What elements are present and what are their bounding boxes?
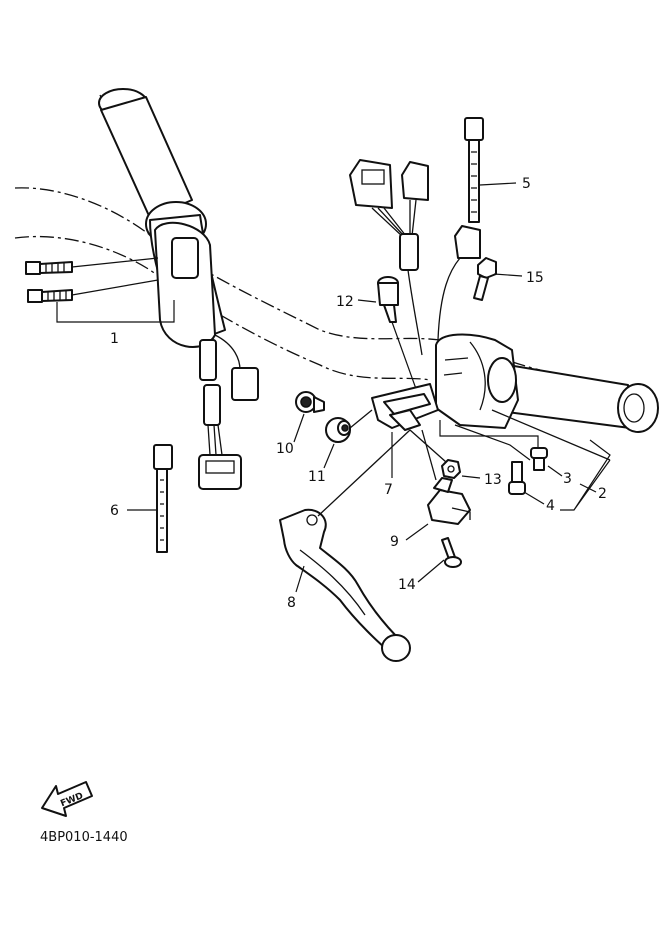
callout-4: 4 xyxy=(546,498,555,514)
callout-11: 11 xyxy=(308,469,326,485)
leader-3 xyxy=(547,465,563,477)
callout-2: 2 xyxy=(598,486,607,502)
left-coupler xyxy=(198,454,242,490)
cable-tie-part-5 xyxy=(464,117,484,223)
screw-part-1-lower xyxy=(27,289,73,303)
left-switch-housing xyxy=(154,221,216,348)
callout-8: 8 xyxy=(287,595,296,611)
right-grip xyxy=(489,361,659,433)
bracket-leader-4 xyxy=(454,424,531,461)
screw-part-4 xyxy=(508,461,526,495)
bushing-part-11 xyxy=(325,417,351,443)
callout-7: 7 xyxy=(384,482,393,498)
callout-10: 10 xyxy=(276,441,294,457)
leader-1 xyxy=(56,257,175,323)
nut-part-13 xyxy=(441,459,461,479)
lever-holder-part-7 xyxy=(371,383,439,431)
right-upper-couplers xyxy=(349,159,429,356)
leader-5 xyxy=(479,182,517,186)
leader-2-axis xyxy=(491,409,611,461)
diagram-code: 4BP010-1440 xyxy=(40,830,128,845)
callout-6: 6 xyxy=(110,503,119,519)
callout-14: 14 xyxy=(398,577,416,593)
leader-11 xyxy=(323,443,335,469)
switch-part-9 xyxy=(427,477,471,525)
leader-12 xyxy=(357,299,377,303)
callout-5: 5 xyxy=(522,176,531,192)
screw-part-1-upper xyxy=(25,261,73,275)
bracket-leader-3 xyxy=(439,420,539,448)
leader-15 xyxy=(493,273,523,277)
callout-3: 3 xyxy=(563,471,572,487)
callout-1: 1 xyxy=(110,331,119,347)
leader-8 xyxy=(295,565,305,593)
callout-9: 9 xyxy=(390,534,399,550)
bolt-part-15 xyxy=(473,257,497,301)
callout-12: 12 xyxy=(336,294,354,310)
leader-8-axis xyxy=(317,429,411,517)
leader-14 xyxy=(417,559,445,583)
leader-13 xyxy=(461,475,481,479)
right-switch-housing xyxy=(435,333,519,429)
right-small-coupler xyxy=(437,225,481,341)
nut-part-10 xyxy=(295,391,325,413)
leader-13-axis xyxy=(409,429,447,463)
left-wire-harness xyxy=(199,334,259,456)
leader-11-axis xyxy=(349,409,373,429)
callout-15: 15 xyxy=(526,270,544,286)
leader-10 xyxy=(293,413,305,443)
cable-tie-part-6 xyxy=(153,444,173,553)
leader-4 xyxy=(523,491,545,505)
lever-part-8 xyxy=(279,508,411,662)
screw-part-3 xyxy=(530,447,548,471)
leader-9-axis xyxy=(421,429,437,481)
bracket-2 xyxy=(560,439,611,511)
bolt-part-12 xyxy=(377,276,399,323)
callout-13: 13 xyxy=(484,472,502,488)
screw-part-14 xyxy=(441,537,462,568)
fwd-arrow-icon: FWD xyxy=(41,781,93,817)
leader-9 xyxy=(405,523,429,541)
leader-2 xyxy=(579,483,597,493)
